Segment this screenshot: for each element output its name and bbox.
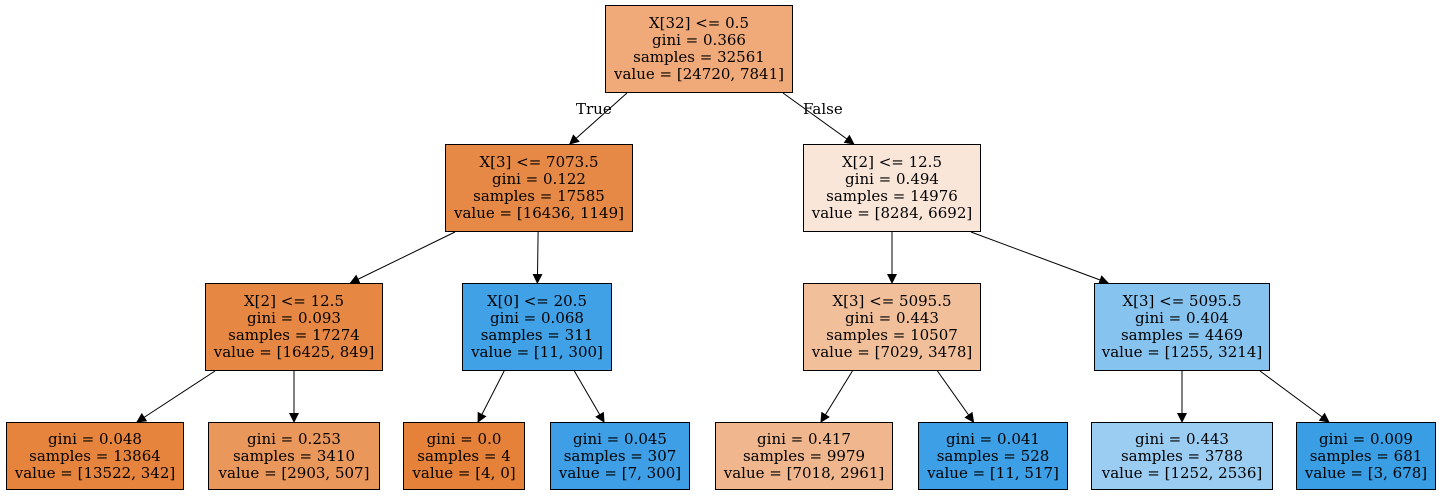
node-line: value = [3, 678] bbox=[1304, 463, 1428, 482]
edge-n9-n11 bbox=[937, 370, 975, 423]
node-line: X[32] <= 0.5 bbox=[649, 14, 749, 32]
node-line: samples = 4 bbox=[417, 446, 511, 465]
node-line: gini = 0.494 bbox=[845, 170, 939, 188]
node-line: gini = 0.048 bbox=[48, 429, 142, 448]
node-line: samples = 681 bbox=[1309, 446, 1423, 465]
node-line: gini = 0.093 bbox=[247, 309, 341, 327]
node-line: value = [11, 300] bbox=[471, 343, 603, 361]
edge-n0-n8 bbox=[782, 92, 855, 145]
node-line: samples = 10507 bbox=[826, 326, 958, 344]
node-line: X[2] <= 12.5 bbox=[842, 153, 942, 171]
edge-n8-n12 bbox=[970, 231, 1110, 285]
node-line: value = [1252, 2536] bbox=[1101, 463, 1263, 482]
node-line: samples = 13864 bbox=[29, 446, 161, 465]
node-line: value = [16425, 849] bbox=[213, 343, 375, 361]
node-line: value = [4, 0] bbox=[412, 463, 516, 482]
edge-label-n0-n8: False bbox=[803, 100, 843, 118]
edge-n5-n7 bbox=[573, 370, 605, 423]
node-line: gini = 0.417 bbox=[757, 429, 851, 448]
node-line: value = [7018, 2961] bbox=[723, 463, 885, 482]
node-line: X[0] <= 20.5 bbox=[487, 292, 587, 310]
node-line: value = [16436, 1149] bbox=[454, 204, 624, 222]
node-line: X[3] <= 5095.5 bbox=[1122, 292, 1242, 310]
node-line: samples = 17274 bbox=[228, 326, 360, 344]
node-line: value = [2903, 507] bbox=[218, 463, 370, 482]
node-line: gini = 0.068 bbox=[490, 309, 584, 327]
node-line: X[3] <= 7073.5 bbox=[479, 153, 599, 171]
node-line: value = [11, 517] bbox=[927, 463, 1059, 482]
edge-n2-n3 bbox=[136, 370, 216, 423]
node-line: gini = 0.253 bbox=[247, 429, 341, 448]
node-line: samples = 32561 bbox=[633, 48, 765, 66]
node-line: samples = 311 bbox=[480, 326, 594, 344]
node-line: value = [13522, 342] bbox=[14, 463, 176, 482]
node-line: samples = 4469 bbox=[1120, 326, 1244, 344]
node-line: samples = 307 bbox=[563, 446, 677, 465]
node-line: gini = 0.009 bbox=[1319, 429, 1413, 448]
edge-n12-n14 bbox=[1259, 370, 1330, 423]
node-line: value = [8284, 6692] bbox=[811, 204, 973, 222]
edge-n0-n1 bbox=[569, 92, 628, 145]
node-line: X[2] <= 12.5 bbox=[244, 292, 344, 310]
node-line: samples = 3788 bbox=[1120, 446, 1244, 465]
node-line: gini = 0.041 bbox=[946, 429, 1040, 448]
node-line: gini = 0.443 bbox=[845, 309, 939, 327]
node-line: gini = 0.0 bbox=[426, 429, 502, 448]
edge-n9-n10 bbox=[820, 370, 853, 423]
node-line: gini = 0.443 bbox=[1135, 429, 1229, 448]
node-line: samples = 14976 bbox=[826, 187, 958, 205]
node-line: samples = 9979 bbox=[742, 446, 866, 465]
node-line: samples = 17585 bbox=[473, 187, 605, 205]
node-line: gini = 0.122 bbox=[492, 170, 586, 188]
node-line: value = [24720, 7841] bbox=[614, 65, 784, 83]
node-line: value = [1255, 3214] bbox=[1101, 343, 1263, 361]
node-line: value = [7, 300] bbox=[558, 463, 682, 482]
node-line: samples = 528 bbox=[936, 446, 1050, 465]
node-line: gini = 0.366 bbox=[652, 31, 746, 49]
edge-n1-n2 bbox=[349, 231, 456, 284]
edge-n1-n5 bbox=[532, 231, 543, 284]
edge-n5-n6 bbox=[477, 370, 505, 423]
node-line: value = [7029, 3478] bbox=[811, 343, 973, 361]
node-line: gini = 0.404 bbox=[1135, 309, 1229, 327]
node-line: samples = 3410 bbox=[232, 446, 356, 465]
node-line: X[3] <= 5095.5 bbox=[832, 292, 952, 310]
node-line: gini = 0.045 bbox=[573, 429, 667, 448]
edge-label-n0-n1: True bbox=[576, 100, 612, 118]
